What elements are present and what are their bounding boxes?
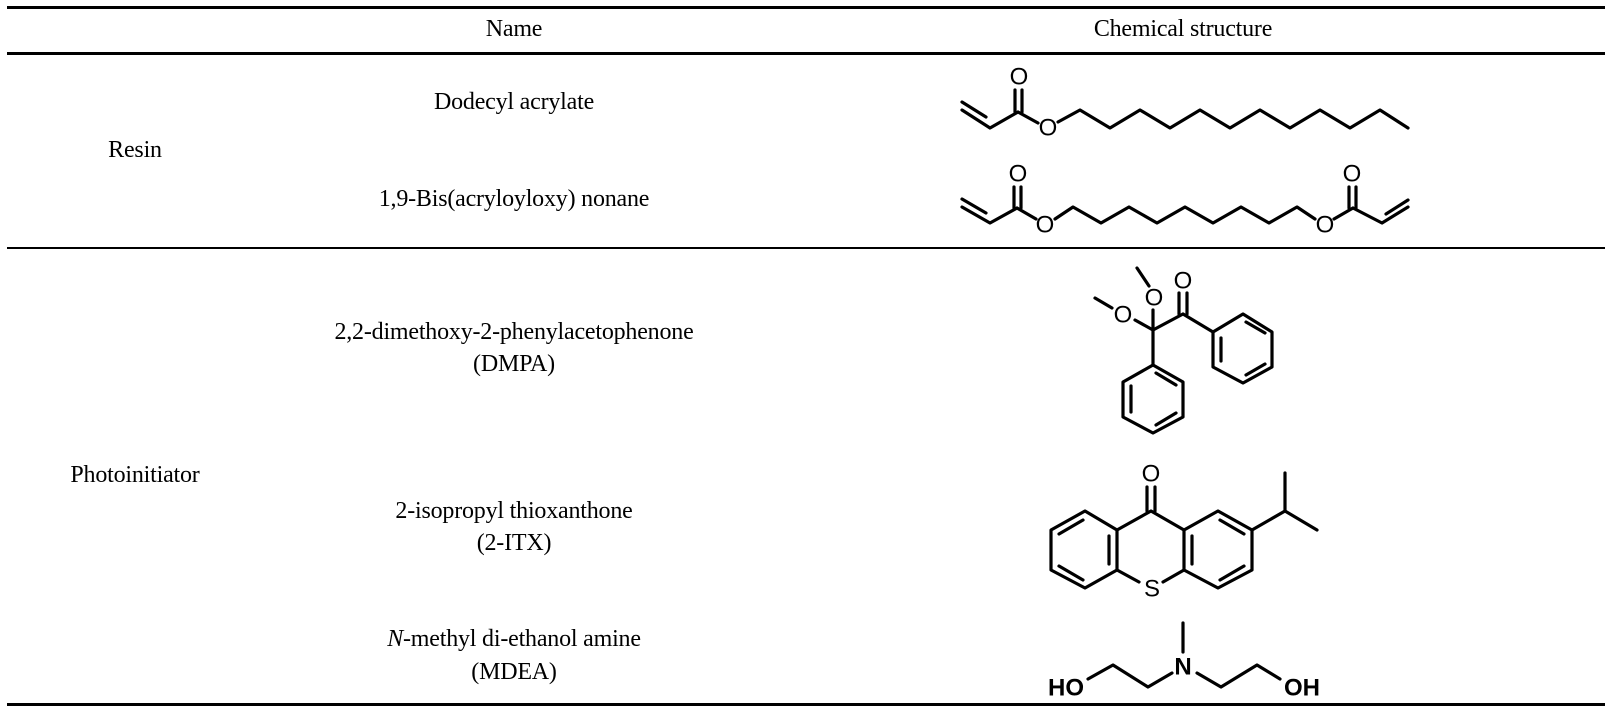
- category-photoinitiator: Photoinitiator: [70, 462, 200, 488]
- bond: [1332, 206, 1355, 221]
- bond: [1218, 518, 1246, 536]
- bond: [1351, 205, 1410, 225]
- bond: [1161, 568, 1186, 584]
- bond: [1151, 312, 1185, 332]
- bond: [1056, 108, 1410, 130]
- ester-oxygen: O: [1036, 212, 1055, 239]
- phenyl-ring: [1211, 312, 1274, 385]
- carbonyl-oxygen: O: [1174, 268, 1193, 295]
- dmpa-structure: O O O: [1093, 266, 1274, 435]
- bond: [1244, 362, 1267, 377]
- dodecyl-acrylate-structure: O O: [960, 64, 1410, 142]
- bond: [960, 100, 988, 119]
- methoxy-oxygen: O: [1114, 302, 1133, 329]
- bond: [1053, 205, 1317, 225]
- benzene-ring: [1049, 509, 1119, 590]
- header-name: Name: [485, 16, 543, 42]
- bond: [1115, 509, 1186, 532]
- bond: [1154, 411, 1178, 427]
- bond: [1250, 509, 1319, 532]
- compound-name-dmpa: 2,2-dimethoxy-2-phenylacetophenone: [334, 319, 694, 345]
- bond: [1384, 198, 1410, 216]
- hydroxyl-group: HO: [1048, 675, 1084, 702]
- bis-acryloyloxy-nonane-structure: O O O O: [960, 161, 1410, 239]
- bond: [1218, 564, 1246, 582]
- benzene-ring: [1182, 509, 1254, 590]
- ester-oxygen: O: [1316, 212, 1335, 239]
- ester-oxygen: O: [1039, 115, 1058, 142]
- bond: [1115, 568, 1141, 584]
- bond: [960, 205, 1019, 225]
- methoxy-oxygen: O: [1145, 285, 1164, 312]
- header-bottom-rule: [7, 52, 1605, 55]
- bond: [1015, 206, 1038, 221]
- carbonyl-oxygen: O: [1343, 161, 1362, 188]
- carbonyl-oxygen: O: [1010, 64, 1029, 91]
- category-resin: Resin: [108, 137, 162, 163]
- bond: [1093, 296, 1114, 310]
- bond: [1057, 518, 1085, 536]
- group-divider-rule: [7, 247, 1605, 249]
- compound-abbr-mdea: (MDEA): [471, 659, 557, 685]
- bond: [1016, 110, 1040, 125]
- table-bottom-rule: [7, 703, 1605, 706]
- nitrogen-atom: N: [1174, 654, 1191, 681]
- bond: [1195, 663, 1282, 689]
- italic-prefix: N: [387, 626, 404, 652]
- bond: [1154, 371, 1178, 387]
- compound-name-bis-acryloyloxy-nonane: 1,9-Bis(acryloyloxy) nonane: [378, 186, 650, 212]
- carbonyl-oxygen: O: [1009, 161, 1028, 188]
- bond: [1181, 312, 1215, 334]
- name-rest: -methyl di-ethanol amine: [403, 626, 641, 652]
- mdea-structure: HO N OH: [1048, 621, 1320, 702]
- bond: [1244, 320, 1267, 335]
- sulfur-atom: S: [1144, 576, 1160, 603]
- compound-abbr-itx: (2-ITX): [476, 530, 552, 556]
- compound-name-dodecyl-acrylate: Dodecyl acrylate: [433, 89, 595, 115]
- phenyl-ring: [1121, 363, 1185, 435]
- compound-name-mdea: N-methyl di-ethanol amine: [387, 623, 641, 655]
- compound-name-itx: 2-isopropyl thioxanthone: [395, 498, 633, 524]
- hydroxyl-group: OH: [1284, 675, 1320, 702]
- bond: [1135, 266, 1151, 288]
- bond: [960, 197, 988, 215]
- bond: [1133, 318, 1155, 332]
- bond: [1086, 663, 1174, 689]
- header-chemical-structure: Chemical structure: [1093, 16, 1273, 42]
- table-top-rule: [7, 6, 1605, 9]
- compound-abbr-dmpa: (DMPA): [473, 351, 555, 377]
- bond: [960, 108, 1020, 130]
- itx-structure: O S: [1049, 461, 1319, 603]
- carbonyl-oxygen: O: [1142, 461, 1161, 488]
- bond: [1057, 564, 1085, 582]
